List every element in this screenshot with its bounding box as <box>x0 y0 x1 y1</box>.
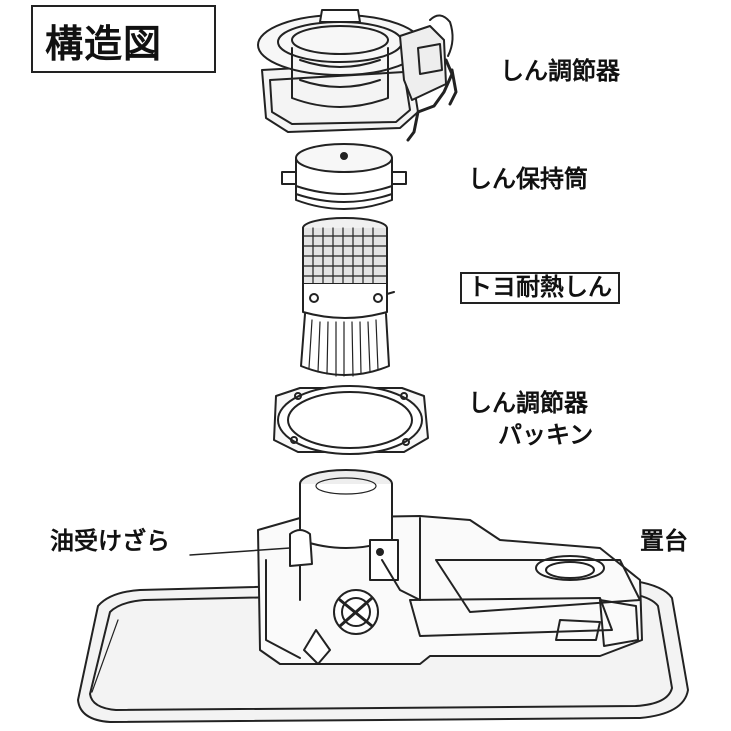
title-box: 構造図 <box>31 5 216 73</box>
label-wick-adjuster: しん調節器 <box>500 57 620 85</box>
diagram-title: 構造図 <box>45 22 163 66</box>
oil-tray-leader-line <box>189 547 291 556</box>
label-packing-line2: パッキン <box>498 421 594 449</box>
wick-drawing <box>300 217 395 377</box>
label-wick-holder: しん保持筒 <box>468 165 588 193</box>
label-packing-line1: しん調節器 <box>468 389 588 417</box>
label-oil-tray: 油受けざら <box>50 527 170 555</box>
wick-adjuster-drawing <box>257 9 458 142</box>
burner-base-drawing <box>257 469 643 665</box>
wick-holder-drawing <box>281 143 407 210</box>
label-base: 置台 <box>640 527 688 555</box>
label-wick: トヨ耐熱しん <box>460 272 620 304</box>
packing-drawing <box>273 385 429 455</box>
